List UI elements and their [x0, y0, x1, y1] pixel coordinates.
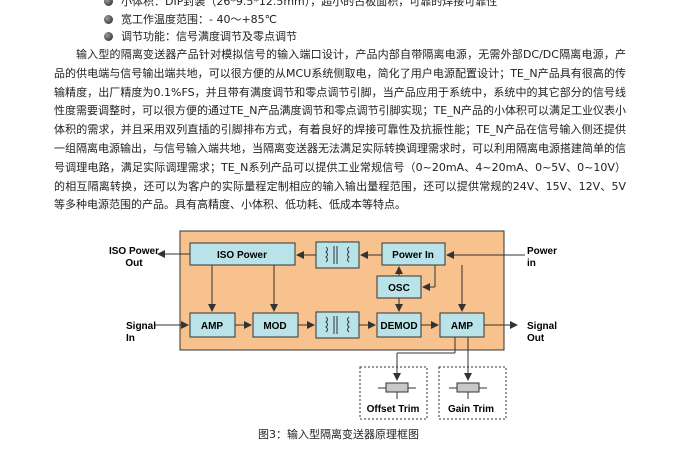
- feature-item-temperature: 宽工作温度范围：- 40～+85℃: [104, 11, 497, 29]
- bullet-icon: [104, 0, 113, 6]
- amp-left-block-label: AMP: [201, 321, 224, 332]
- feature-list: 小体积：DIP封装（26*9.5*12.5mm），超小的占板面积，可靠的焊接可靠…: [104, 0, 497, 46]
- offset-trim-resistor-icon: [378, 382, 416, 399]
- figure-caption: 图3：输入型隔离变送器原理框图: [258, 428, 419, 441]
- power-in-label-line1: Power: [527, 246, 557, 257]
- bullet-icon: [104, 32, 113, 41]
- feature-item-adjustment: 调节功能：信号满度调节及零点调节: [104, 28, 497, 46]
- iso-power-out-label-line1: ISO Power: [109, 246, 159, 257]
- gain-trim-label: Gain Trim: [448, 404, 494, 415]
- offset-trim-label: Offset Trim: [367, 404, 420, 415]
- power-in-block-label: Power In: [392, 250, 434, 261]
- signal-out-label-line2: Out: [527, 333, 545, 344]
- power-in-label-line2: in: [527, 258, 536, 269]
- transformer-bottom-icon: [325, 316, 350, 334]
- gain-trim-box: [438, 366, 507, 420]
- amp-right-block-label: AMP: [451, 321, 474, 332]
- demod-block-label: DEMOD: [380, 321, 417, 332]
- iso-power-block-label: ISO Power: [217, 250, 267, 261]
- offset-trim-box: [359, 366, 428, 420]
- signal-connections: [155, 250, 525, 381]
- transformer-top-icon: [325, 246, 350, 264]
- signal-out-label-line1: Signal: [527, 321, 557, 332]
- mod-block: [252, 312, 299, 338]
- amp-right-block: [439, 312, 485, 338]
- signal-in-label-line2: In: [126, 333, 135, 344]
- iso-power-out-label-line2: Out: [125, 258, 143, 269]
- power-in-block: [381, 242, 446, 266]
- signal-in-label-line1: Signal: [126, 321, 156, 332]
- description-paragraph: 输入型的隔离变送器产品针对模拟信号的输入端口设计，产品内部自带隔离电源，无需外部…: [54, 48, 626, 212]
- gain-trim-resistor-icon: [449, 382, 487, 399]
- bullet-icon: [104, 14, 113, 24]
- demod-block: [376, 312, 422, 338]
- osc-block-label: OSC: [388, 283, 410, 294]
- feature-item-size: 小体积：DIP封装（26*9.5*12.5mm），超小的占板面积，可靠的焊接可靠…: [104, 0, 497, 11]
- mod-block-label: MOD: [263, 321, 286, 332]
